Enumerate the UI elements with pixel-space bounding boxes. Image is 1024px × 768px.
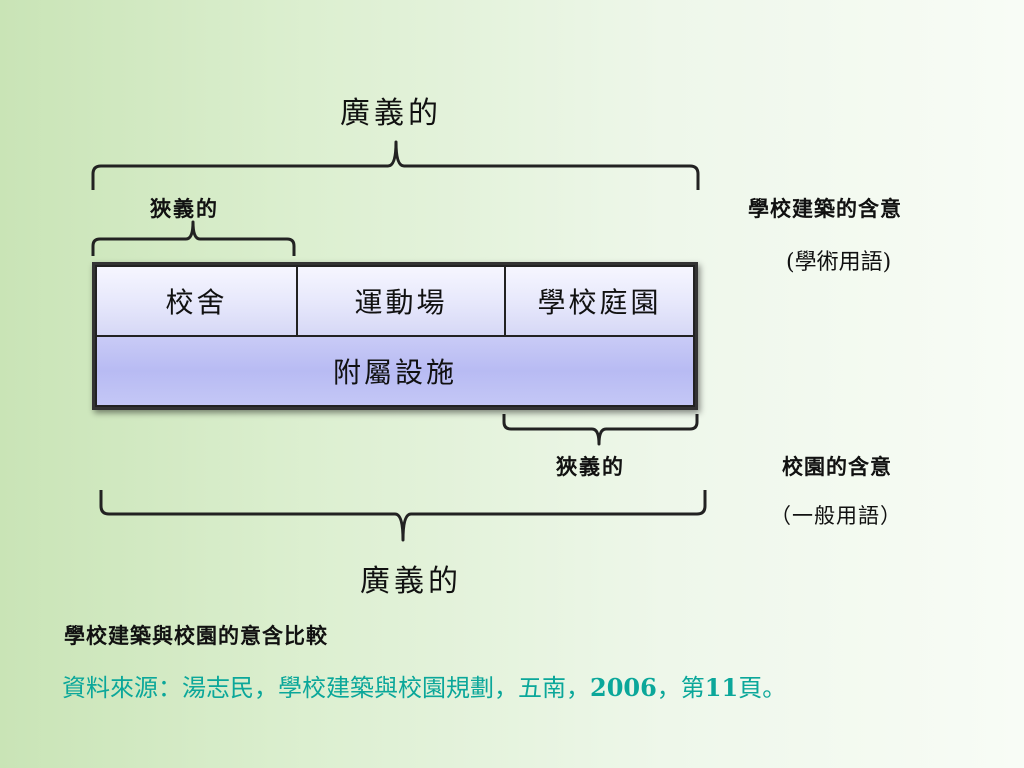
campus-meaning-title: 校園的含意 [782,454,892,479]
box-school-garden: 學校庭園 [504,265,695,337]
source-page: 11 [704,673,739,702]
figure-caption: 學校建築與校園的意含比較 [64,623,328,648]
source-prefix: 資料來源：湯志民，學校建築與校園規劃，五南， [62,674,590,702]
brace-broad-bottom [99,490,707,542]
narrow-label-right: 狹義的 [556,454,625,479]
school-architecture-meaning-title: 學校建築的含意 [748,196,902,221]
brace-narrow-left [91,220,296,256]
broad-label-bottom: 廣義的 [360,564,462,599]
box-sports-field: 運動場 [296,265,506,337]
facility-diagram: 校舍 運動場 學校庭園 附屬設施 [92,262,698,410]
source-separator: ，第 [656,674,705,702]
box-ancillary-facilities: 附屬設施 [95,335,695,407]
brace-narrow-right [502,414,699,446]
brace-broad-top [91,140,700,190]
source-citation: 資料來源：湯志民，學校建築與校園規劃，五南，2006，第11頁。 [62,668,786,703]
box-school-buildings: 校舍 [95,265,298,337]
narrow-label-left: 狹義的 [150,196,219,221]
school-architecture-meaning-subtitle: (學術用語) [786,250,892,275]
source-year: 2006 [590,673,657,702]
source-suffix: 頁。 [738,674,787,702]
broad-label-top: 廣義的 [340,96,442,131]
campus-meaning-subtitle: （一般用語） [770,504,902,528]
